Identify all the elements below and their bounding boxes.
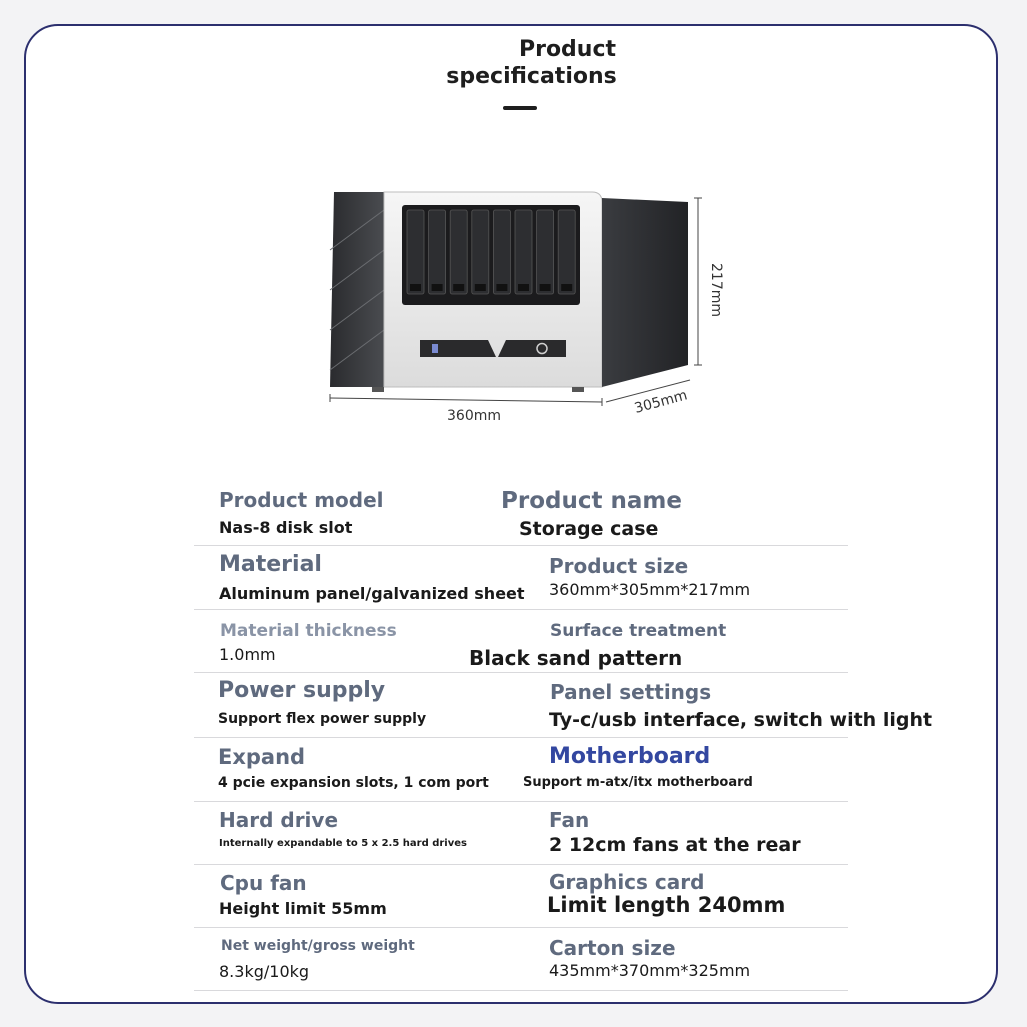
left-black-panel bbox=[330, 192, 384, 387]
foot-left bbox=[372, 387, 384, 392]
spec-right-label: Surface treatment bbox=[550, 621, 727, 641]
drive-bay bbox=[492, 209, 511, 295]
spec-left-value: 1.0mm bbox=[219, 645, 276, 664]
spec-left-label: Expand bbox=[218, 745, 306, 769]
spec-right-label: Product size bbox=[549, 554, 689, 578]
spec-right-value: Limit length 240mm bbox=[547, 893, 786, 917]
foot-right bbox=[572, 387, 584, 392]
spec-right-value: Storage case bbox=[519, 518, 659, 540]
drive-bay-handle bbox=[410, 284, 421, 291]
spec-right-label: Fan bbox=[549, 808, 590, 832]
spec-right-value: 435mm*370mm*325mm bbox=[549, 961, 751, 980]
drive-bay-handle bbox=[431, 284, 443, 291]
spec-right-label: Panel settings bbox=[550, 680, 712, 704]
drive-bay-handle bbox=[474, 284, 486, 291]
drive-bay-handle bbox=[561, 284, 573, 291]
drive-bay-handle bbox=[539, 284, 551, 291]
drive-bay bbox=[536, 209, 555, 295]
spec-left-label: Power supply bbox=[218, 678, 386, 703]
spec-row: Material thickness 1.0mm Surface treatment… bbox=[194, 610, 848, 673]
drive-bays bbox=[406, 209, 576, 295]
width-dimension-label: 360mm bbox=[447, 408, 501, 424]
spec-right-label: Motherboard bbox=[549, 744, 711, 769]
spec-left-value: Aluminum panel/galvanized sheet bbox=[219, 584, 525, 603]
spec-left-value: 8.3kg/10kg bbox=[219, 962, 310, 981]
left-panel-lines bbox=[329, 209, 385, 371]
spec-left-label: Net weight/gross weight bbox=[221, 938, 415, 954]
spec-left-label: Material bbox=[219, 552, 322, 577]
spec-left-label: Cpu fan bbox=[220, 871, 307, 895]
dimension-lines bbox=[329, 197, 702, 406]
spec-left-value: Height limit 55mm bbox=[219, 899, 387, 918]
drive-bay bbox=[514, 209, 533, 295]
spec-right-value: Black sand pattern bbox=[469, 646, 683, 670]
usb-port-panel bbox=[420, 340, 496, 357]
drive-bay-handle bbox=[518, 284, 529, 291]
spec-left-value: 4 pcie expansion slots, 1 com port bbox=[218, 775, 489, 791]
depth-dimension-label: 305mm bbox=[633, 387, 689, 416]
spec-right-value: 2 12cm fans at the rear bbox=[549, 834, 801, 856]
title-line-2: specifications bbox=[446, 64, 617, 89]
drive-bay bbox=[406, 209, 425, 295]
power-button-panel bbox=[498, 340, 566, 357]
spec-left-value: Internally expandable to 5 x 2.5 hard dr… bbox=[219, 838, 467, 849]
spec-left-value: Nas-8 disk slot bbox=[219, 518, 353, 537]
drive-bay bbox=[471, 209, 490, 295]
spec-left-value: Support flex power supply bbox=[218, 711, 427, 727]
spec-right-label: Product name bbox=[501, 488, 682, 514]
title-line-1: Product bbox=[518, 37, 617, 62]
spec-right-value: Support m-atx/itx motherboard bbox=[523, 775, 753, 790]
drive-bay bbox=[449, 209, 468, 295]
drive-bay-handle bbox=[453, 284, 465, 291]
spec-row: Expand 4 pcie expansion slots, 1 com port… bbox=[194, 738, 848, 802]
height-dimension-label: 217mm bbox=[708, 263, 724, 317]
spec-right-value: 360mm*305mm*217mm bbox=[549, 580, 751, 599]
spec-left-label: Hard drive bbox=[219, 808, 339, 832]
usb-port-icon bbox=[432, 344, 438, 353]
drive-bay-handle bbox=[496, 284, 508, 291]
spec-left-label: Material thickness bbox=[220, 621, 397, 641]
spec-row: Net weight/gross weight 8.3kg/10kg Carton … bbox=[194, 928, 848, 991]
product-image: 360mm 305mm 217mm bbox=[329, 191, 724, 424]
page-title: Product specifications bbox=[0, 36, 1027, 90]
spec-right-label: Graphics card bbox=[549, 870, 705, 894]
side-panel bbox=[602, 198, 688, 387]
power-icon bbox=[536, 342, 548, 355]
title-underline bbox=[503, 106, 537, 110]
spec-card bbox=[24, 24, 998, 1004]
spec-right-value: Ty-c/usb interface, switch with light bbox=[549, 709, 933, 731]
spec-right-label: Carton size bbox=[549, 936, 676, 960]
drive-bay-window bbox=[402, 205, 580, 305]
drive-bay bbox=[428, 209, 446, 295]
spec-left-label: Product model bbox=[219, 488, 384, 512]
drive-bay bbox=[557, 209, 576, 295]
